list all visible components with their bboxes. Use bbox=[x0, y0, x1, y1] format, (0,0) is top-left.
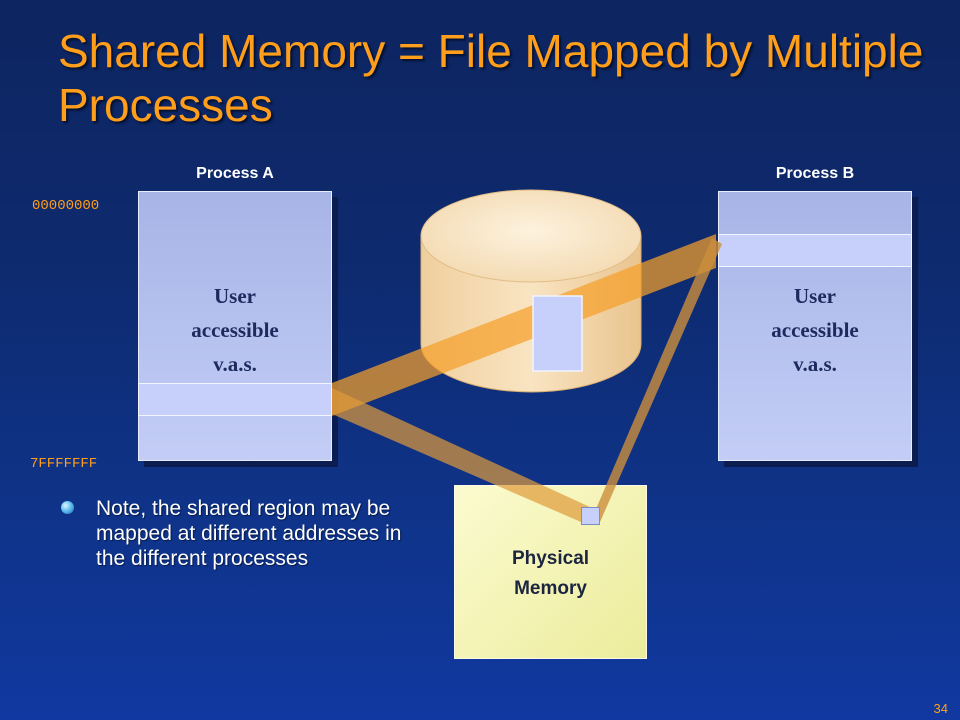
address-end-label: 7FFFFFFF bbox=[30, 456, 98, 472]
slide-title: Shared Memory = File Mapped by Multiple … bbox=[58, 25, 924, 131]
disk-top bbox=[420, 189, 642, 283]
physical-memory-line: Memory bbox=[514, 578, 587, 599]
process-b-vas-label: User accessible v.a.s. bbox=[718, 279, 912, 381]
note-text: Note, the shared region may be mapped at… bbox=[96, 497, 402, 570]
physical-memory-box bbox=[454, 485, 647, 659]
process-a-label: Process A bbox=[196, 165, 274, 182]
vas-label-line: accessible bbox=[191, 318, 279, 342]
process-a-shared-region bbox=[138, 383, 332, 416]
mapping-beam-b-to-physical bbox=[593, 238, 722, 522]
process-b-shared-region bbox=[718, 234, 912, 267]
vas-label-line: User bbox=[794, 284, 836, 308]
address-start-label: 00000000 bbox=[32, 198, 100, 214]
physical-memory-shared-region bbox=[581, 507, 600, 525]
vas-label-line: v.a.s. bbox=[793, 352, 837, 376]
mapping-beam-a-to-physical bbox=[332, 388, 592, 522]
slide-number: 34 bbox=[933, 701, 948, 716]
bullet-icon bbox=[61, 501, 74, 514]
physical-memory-line: Physical bbox=[511, 548, 590, 569]
file-region-on-disk bbox=[532, 295, 583, 372]
vas-label-line: v.a.s. bbox=[213, 352, 257, 376]
vas-label-line: accessible bbox=[771, 318, 859, 342]
process-a-vas-label: User accessible v.a.s. bbox=[138, 279, 332, 381]
mapping-beam-a-to-file bbox=[332, 234, 716, 416]
vas-label-line: User bbox=[214, 284, 256, 308]
physical-memory-label: Physical Memory bbox=[454, 544, 647, 604]
process-a-vas-box bbox=[138, 191, 332, 461]
process-b-label: Process B bbox=[775, 165, 855, 182]
